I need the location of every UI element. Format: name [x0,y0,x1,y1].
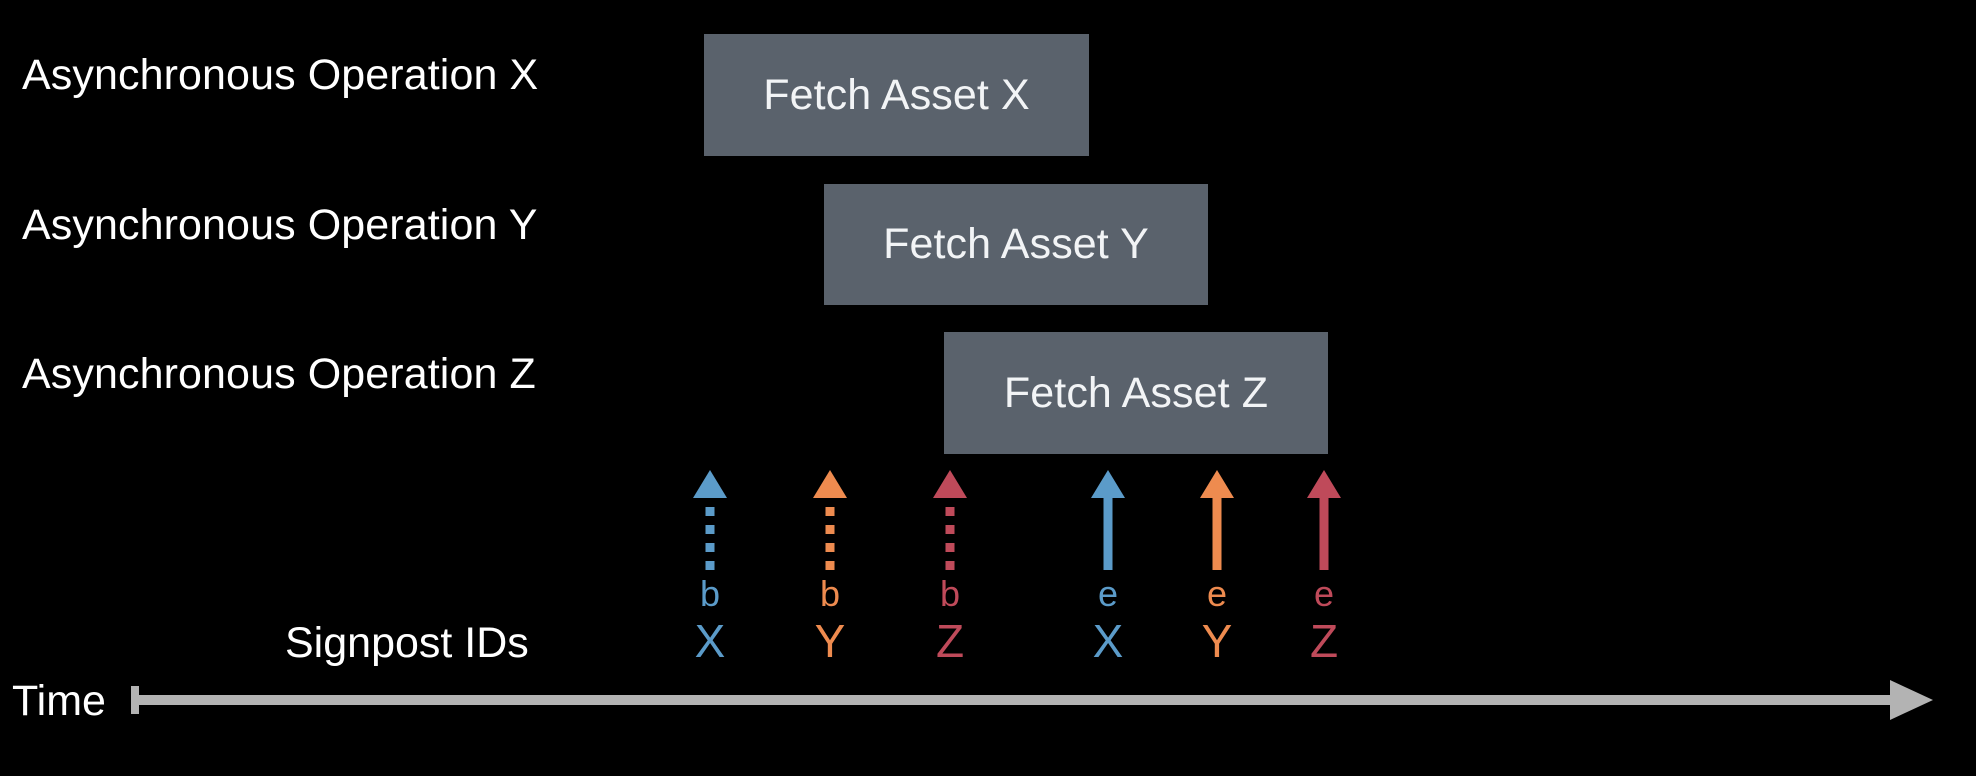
operation-bar-y[interactable]: Fetch Asset Y [824,184,1208,305]
operation-bar-z-label: Fetch Asset Z [1003,368,1269,417]
time-axis-arrow [131,680,1933,720]
signpost-phase-end-y: e [1206,573,1228,614]
solid-up-arrow-icon [1200,470,1234,570]
row-label-operation-y: Asynchronous Operation Y [22,201,538,249]
signpost-id-begin-y: Y [814,615,846,667]
time-axis-label: Time [12,677,106,725]
signpost-id-begin-x: X [694,615,726,667]
signpost-phase-begin-x: b [699,573,721,614]
operation-bar-z[interactable]: Fetch Asset Z [944,332,1328,454]
solid-up-arrow-icon [1091,470,1125,570]
signpost-id-end-y: Y [1201,615,1233,667]
operation-bar-y-label: Fetch Asset Y [883,220,1149,268]
signpost-ids-caption: Signpost IDs [285,619,529,667]
solid-up-arrow-icon [1307,470,1341,570]
dashed-up-arrow-icon [813,470,847,570]
dashed-up-arrow-icon [933,470,967,570]
signpost-id-end-x: X [1092,615,1124,667]
operation-bar-x[interactable]: Fetch Asset X [704,34,1089,156]
row-label-operation-z: Asynchronous Operation Z [22,350,536,398]
signpost-phase-end-x: e [1097,573,1119,614]
row-label-operation-x: Asynchronous Operation X [22,51,539,99]
signpost-id-end-z: Z [1309,615,1339,667]
signpost-phase-begin-z: b [939,573,961,614]
operation-bar-x-label: Fetch Asset X [763,70,1030,119]
signpost-phase-end-z: e [1313,573,1335,614]
dashed-up-arrow-icon [693,470,727,570]
signpost-phase-begin-y: b [819,573,841,614]
signpost-id-begin-z: Z [935,615,965,667]
